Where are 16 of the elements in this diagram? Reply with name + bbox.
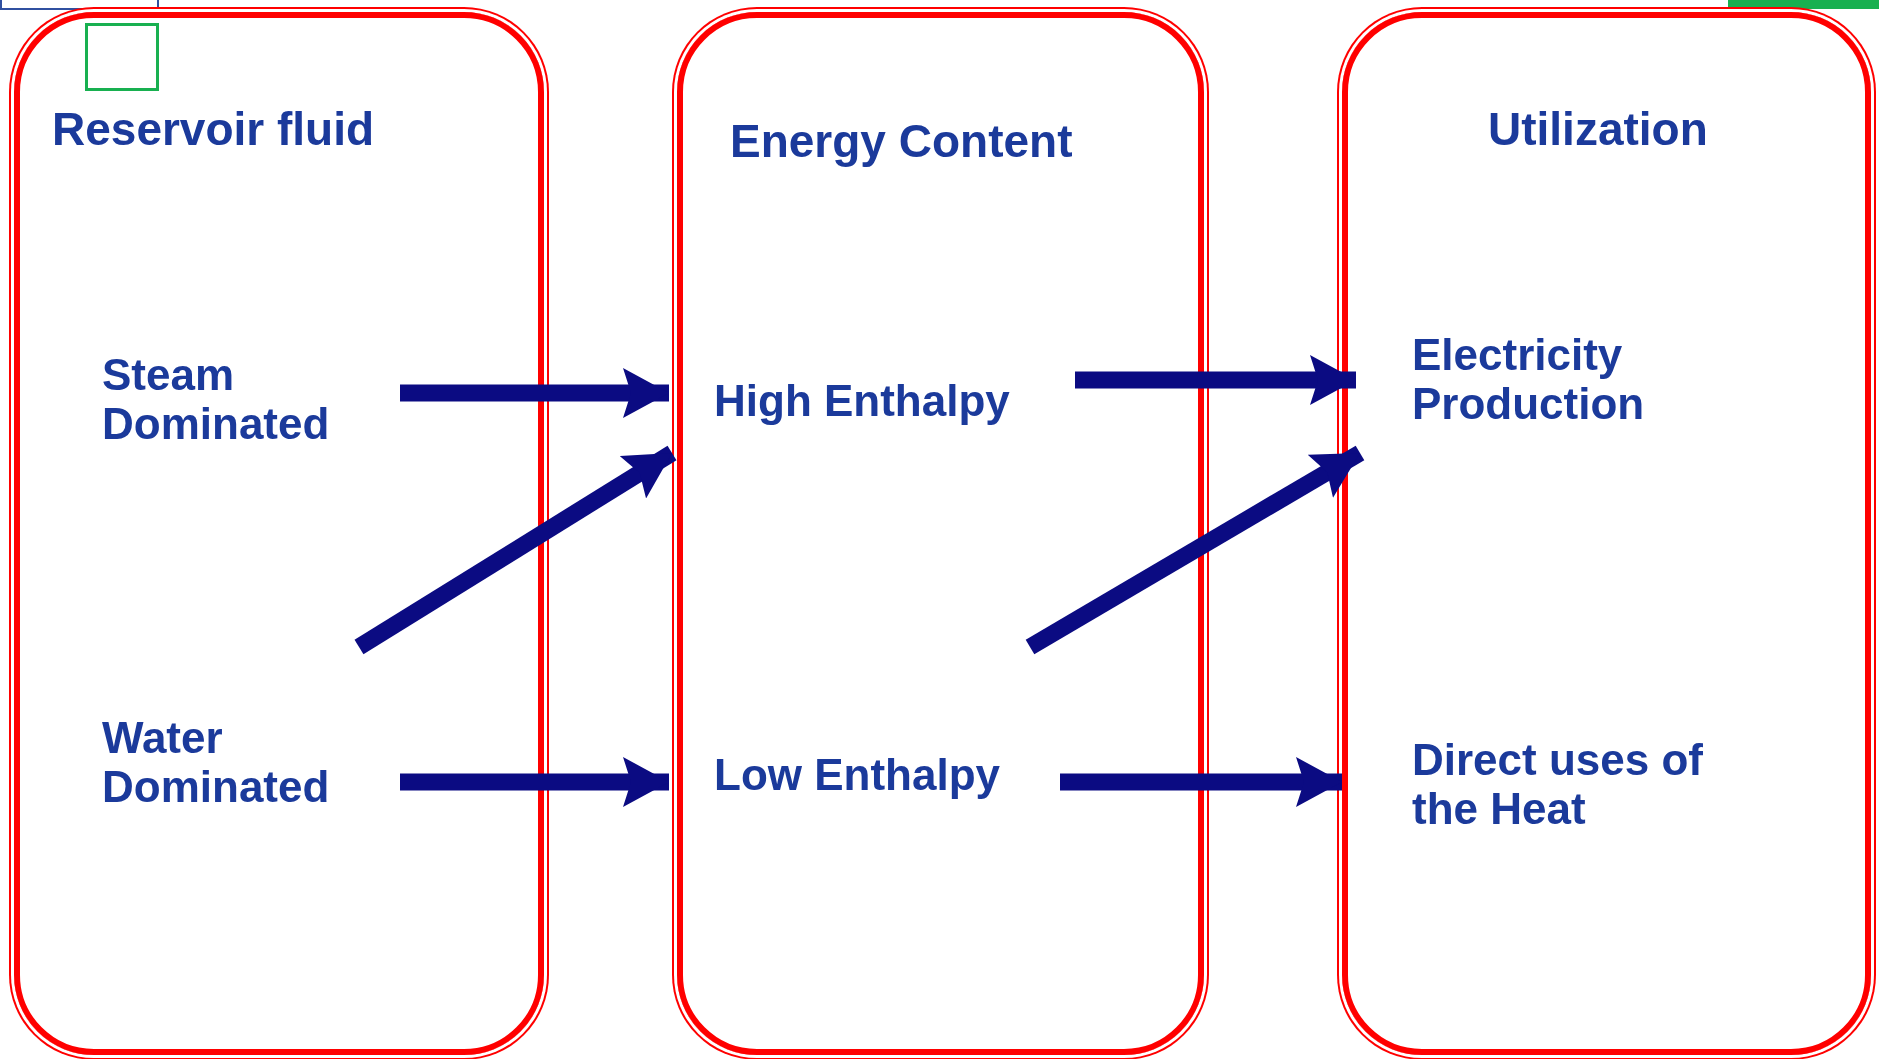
category-label: Low Enthalpy <box>713 749 1001 801</box>
arrow <box>1060 757 1342 807</box>
arrow <box>400 757 669 807</box>
panel-heading: Utilization <box>1488 104 1708 156</box>
square-outline <box>85 23 159 91</box>
arrow <box>1075 355 1356 405</box>
category-label: Water Dominated <box>102 712 331 807</box>
category-label: Electricity Production <box>1411 330 1646 431</box>
arrow <box>354 445 677 655</box>
category-label: High Enthalpy <box>713 375 1011 427</box>
arrow <box>400 368 669 418</box>
arrow <box>1025 445 1365 655</box>
panel-heading: Energy Content <box>730 116 1073 168</box>
category-label: Direct uses of the Heat <box>1411 735 1704 836</box>
panel-heading: Reservoir fluid <box>52 104 375 156</box>
category-label: Steam Dominated <box>102 350 331 451</box>
